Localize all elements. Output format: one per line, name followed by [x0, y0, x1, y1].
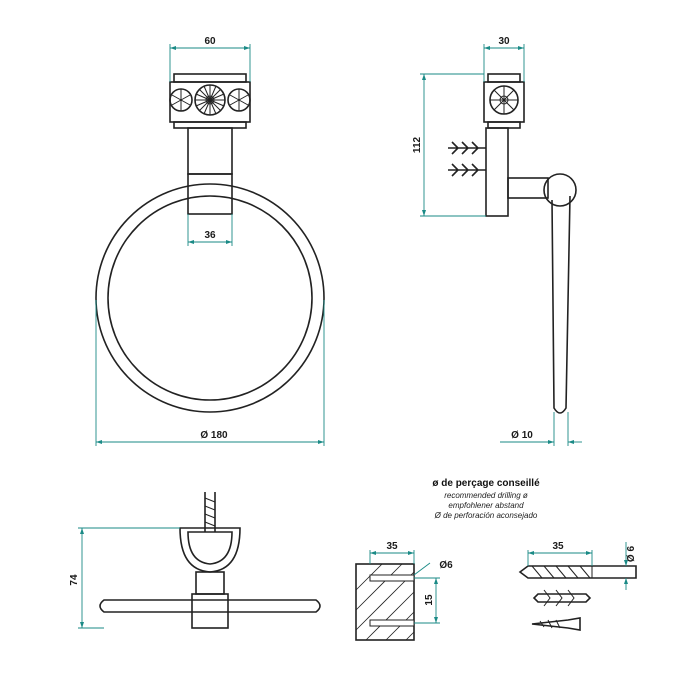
ring-outer [95, 183, 325, 413]
top-bar [99, 599, 321, 613]
dim-label-36: 36 [204, 230, 216, 241]
dim-label-112: 112 [412, 136, 423, 153]
dim-label-180: Ø 180 [200, 430, 228, 441]
dim-drill-depth: 35 [369, 541, 415, 564]
dim-hole-diameter: Ø6 [413, 560, 453, 576]
top-collar [191, 593, 229, 629]
dim-hole-spacing: 15 [414, 577, 440, 624]
dim-label-6-drill: Ø 6 [626, 546, 637, 563]
wall-plug [532, 589, 592, 607]
side-arm [507, 177, 549, 199]
front-collar [187, 173, 233, 215]
ring-inner [107, 195, 313, 401]
dim-height: 112 [412, 73, 486, 217]
top-cup-outer [179, 527, 241, 573]
dim-side-depth: 30 [483, 36, 525, 82]
dim-label-6-wall: Ø6 [439, 560, 453, 571]
front-view: 60 36 Ø 180 [95, 36, 325, 446]
drill-note: ø de perçage conseillé recommended drill… [432, 478, 540, 520]
note-line-en: recommended drilling ø [444, 491, 528, 500]
dim-drill-length: 35 [527, 541, 593, 566]
dim-ring-diameter: Ø 180 [95, 300, 325, 446]
side-view: 30 112 Ø 10 [412, 36, 582, 446]
side-wall-plugs [448, 141, 486, 177]
hardware-kit: 35 Ø 6 [518, 541, 637, 631]
dim-label-15: 15 [424, 594, 435, 606]
dim-label-60: 60 [204, 36, 216, 47]
dim-drill-diameter: Ø 6 [624, 542, 637, 590]
note-line-de: empfohlener abstand [448, 501, 524, 510]
dim-projection: 74 [69, 527, 180, 629]
dim-rod-diameter: Ø 10 [500, 412, 582, 446]
top-cup-inner [187, 531, 233, 565]
dim-neck-width: 36 [187, 214, 233, 246]
wall-block [355, 563, 415, 641]
wall-section: 35 Ø6 15 [355, 541, 453, 641]
dim-base-width: 60 [169, 36, 251, 82]
side-ring-rod [551, 195, 571, 414]
top-view: 74 [69, 492, 321, 629]
rosette-ornament [169, 84, 251, 116]
note-line-es: Ø de perforación aconsejado [434, 511, 538, 520]
side-base [483, 73, 525, 129]
front-neck [187, 127, 233, 175]
dim-label-35-wall: 35 [386, 541, 398, 552]
drill-bit [518, 565, 637, 579]
front-base [169, 73, 251, 129]
dim-label-30: 30 [498, 36, 510, 47]
note-title: ø de perçage conseillé [432, 478, 540, 489]
dim-label-10: Ø 10 [511, 430, 533, 441]
top-screw [204, 492, 216, 532]
wood-screw [531, 617, 581, 631]
dim-label-35-drill: 35 [552, 541, 564, 552]
wall-hatching [355, 563, 415, 641]
dim-label-74: 74 [69, 574, 80, 586]
side-hub [543, 173, 577, 207]
top-stem [195, 571, 225, 595]
side-body [485, 127, 509, 217]
